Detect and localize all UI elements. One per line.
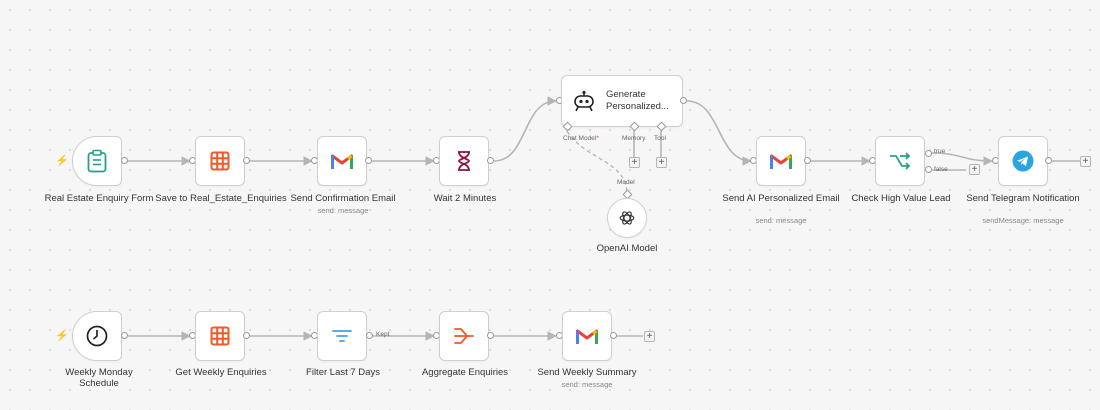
if-branch-icon (890, 152, 911, 170)
clipboard-icon (87, 149, 107, 173)
send-ai-email-node[interactable] (756, 136, 806, 186)
table-icon (210, 326, 230, 346)
send-ai-email-label: Send AI Personalized Email (722, 193, 840, 204)
filter-node[interactable] (317, 311, 367, 361)
form-label: Real Estate Enquiry Form (44, 193, 154, 204)
output-port[interactable] (121, 157, 128, 164)
output-port[interactable] (610, 332, 617, 339)
aggregate-icon (454, 328, 474, 344)
false-branch-label: false (934, 166, 948, 173)
gmail-icon (331, 154, 353, 169)
telegram-sub: sendMessage: message (982, 216, 1064, 225)
ai-agent-node[interactable]: Generate Personalized... (561, 75, 683, 127)
output-port[interactable] (243, 332, 250, 339)
output-port[interactable] (487, 157, 494, 164)
add-false-branch-button[interactable]: + (969, 164, 980, 175)
edge-agent-aiemail (686, 100, 752, 166)
trigger-bolt-icon: ⚡ (55, 155, 69, 167)
send-confirmation-label: Send Confirmation Email (290, 193, 396, 204)
trigger-bolt-icon: ⚡ (55, 330, 69, 342)
output-port[interactable] (804, 157, 811, 164)
telegram-icon (1012, 150, 1034, 172)
save-label: Save to Real_Estate_Enquiries (155, 193, 287, 204)
output-port[interactable] (487, 332, 494, 339)
output-port[interactable] (243, 157, 250, 164)
get-weekly-label: Get Weekly Enquiries (175, 367, 267, 378)
schedule-label: Weekly Monday Schedule (65, 367, 133, 389)
telegram-label: Send Telegram Notification (966, 193, 1080, 204)
schedule-trigger-node[interactable] (72, 311, 122, 361)
true-branch-label: true (934, 148, 946, 155)
output-port[interactable] (680, 97, 687, 104)
true-output-port[interactable] (925, 150, 932, 157)
send-ai-email-sub: send: message (755, 216, 807, 225)
gmail-icon (770, 154, 792, 169)
filter-icon (332, 330, 352, 342)
ai-agent-title: Generate Personalized... (606, 89, 669, 112)
memory-port-label: Memory (622, 135, 646, 142)
openai-label: OpenAI Model (596, 243, 658, 254)
clock-icon (86, 325, 108, 347)
false-output-port[interactable] (925, 166, 932, 173)
send-weekly-summary-node[interactable] (562, 311, 612, 361)
openai-model-node[interactable] (607, 198, 647, 238)
openai-icon (619, 211, 635, 225)
output-port[interactable] (365, 157, 372, 164)
aggregate-label: Aggregate Enquiries (421, 367, 509, 378)
send-weekly-summary-label: Send Weekly Summary (537, 367, 637, 378)
output-port[interactable] (1045, 157, 1052, 164)
aggregate-node[interactable] (439, 311, 489, 361)
gmail-icon (576, 329, 598, 344)
get-weekly-node[interactable] (195, 311, 245, 361)
add-node-button[interactable]: + (644, 331, 655, 342)
chat-model-port-label: Chat Model* (563, 135, 599, 142)
wait-label: Wait 2 Minutes (433, 193, 497, 204)
robot-icon (574, 90, 594, 112)
send-confirmation-node[interactable] (317, 136, 367, 186)
table-icon (210, 151, 230, 171)
filter-label: Filter Last 7 Days (306, 367, 380, 378)
save-sheets-node[interactable] (195, 136, 245, 186)
wait-node[interactable] (439, 136, 489, 186)
send-weekly-summary-sub: send: message (561, 380, 613, 389)
add-tool-button[interactable]: + (656, 157, 667, 168)
model-port-label: Model (617, 179, 635, 186)
add-memory-button[interactable]: + (629, 157, 640, 168)
check-high-value-label: Check High Value Lead (851, 193, 951, 204)
kept-branch-label: Kept (376, 331, 390, 338)
output-port[interactable] (121, 332, 128, 339)
form-trigger-node[interactable] (72, 136, 122, 186)
check-high-value-node[interactable] (875, 136, 925, 186)
telegram-node[interactable] (998, 136, 1048, 186)
send-confirmation-sub: send: message (317, 206, 369, 215)
hourglass-icon (458, 151, 470, 171)
tool-port-label: Tool (654, 135, 666, 142)
edge-wait-agent (493, 96, 557, 162)
kept-output-port[interactable] (366, 332, 373, 339)
add-node-button[interactable]: + (1080, 156, 1091, 167)
